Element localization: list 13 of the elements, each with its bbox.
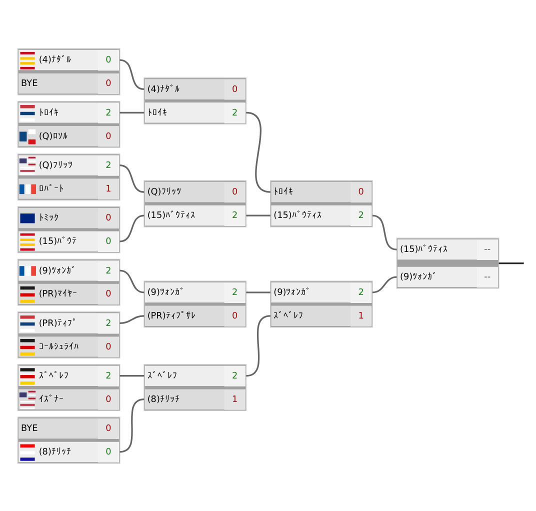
connector [246, 214, 270, 216]
connector [120, 214, 144, 242]
connector [120, 374, 144, 376]
connector [120, 164, 144, 192]
connector [120, 111, 144, 113]
connector [498, 262, 524, 264]
connector [372, 214, 397, 250]
connector [246, 111, 271, 192]
connector [120, 58, 144, 90]
connector [120, 269, 144, 293]
connector [372, 276, 397, 293]
connector [120, 314, 144, 324]
connector [246, 291, 270, 293]
